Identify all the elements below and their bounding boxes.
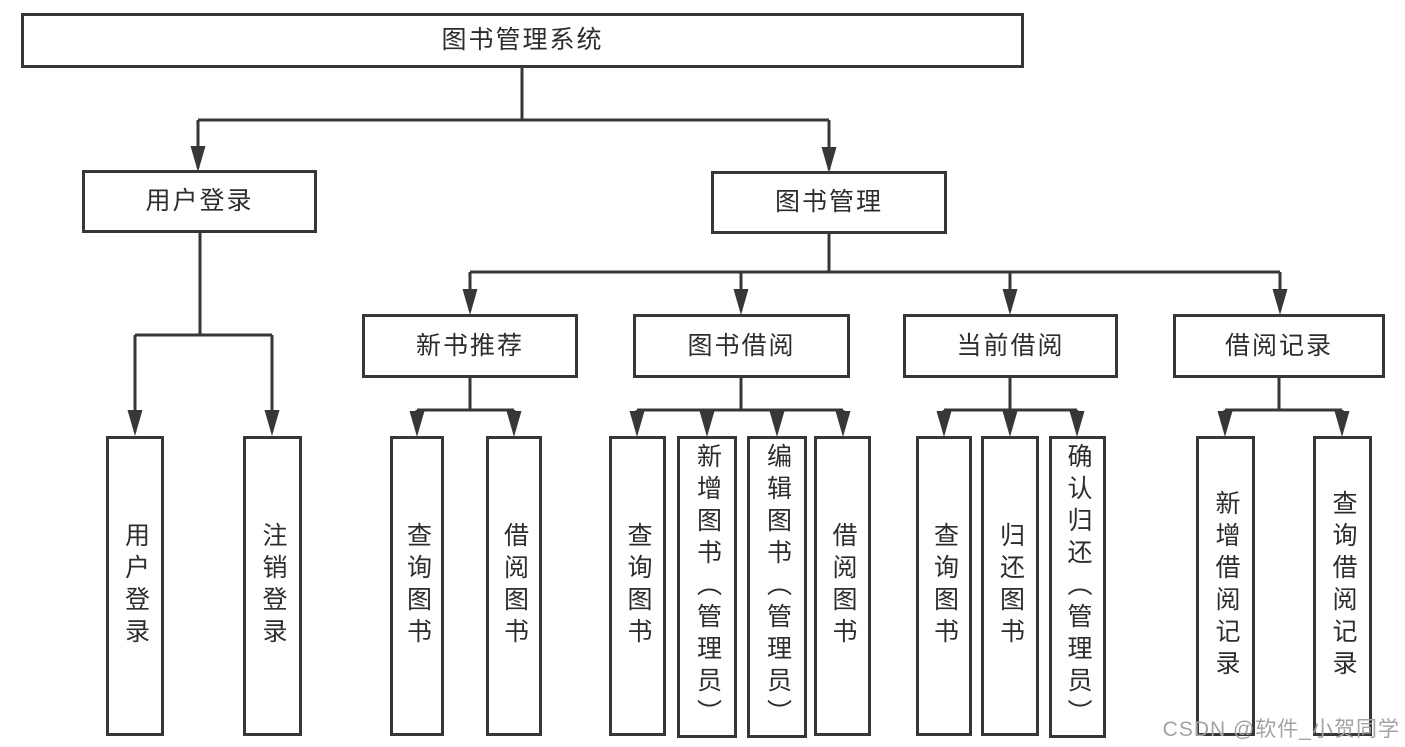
arrowhead: [733, 289, 749, 315]
node-root-label: 图书管理系统: [441, 26, 604, 54]
leaf-label: 注销登录: [259, 522, 287, 650]
leaf-label: 借阅图书: [500, 522, 529, 650]
leaf-label: 查询图书: [930, 522, 959, 650]
arrowhead: [190, 146, 206, 172]
leaf-label: 新增借阅记录: [1212, 490, 1240, 682]
leaf-query-books-current: 查询图书: [916, 436, 972, 736]
arrowhead: [1334, 411, 1350, 437]
leaf-user-login: 用户登录: [106, 436, 164, 736]
leaf-label: 编辑图书（管理员）: [763, 443, 792, 731]
node-book-management: 图书管理: [711, 171, 947, 234]
arrowhead: [264, 410, 280, 436]
leaf-label: 查询图书: [403, 522, 432, 650]
leaf-add-books-admin: 新增图书（管理员）: [677, 436, 737, 738]
arrowhead: [506, 411, 522, 437]
node-current-borrowing: 当前借阅: [903, 314, 1118, 378]
node-book-management-label: 图书管理: [774, 188, 883, 216]
arrowhead: [1069, 411, 1085, 437]
leaf-confirm-return-admin: 确认归还（管理员）: [1049, 436, 1106, 738]
leaf-edit-books-admin: 编辑图书（管理员）: [747, 436, 807, 738]
arrowhead: [1002, 289, 1018, 315]
arrowhead: [409, 411, 425, 437]
node-borrowing-records: 借阅记录: [1173, 314, 1385, 378]
leaf-query-books-borrowing: 查询图书: [609, 436, 666, 736]
leaf-logout: 注销登录: [243, 436, 302, 736]
leaf-query-borrow-record: 查询借阅记录: [1313, 436, 1372, 736]
leaf-label: 用户登录: [121, 522, 150, 650]
arrowhead: [1272, 289, 1288, 315]
arrowhead: [699, 411, 715, 437]
arrowhead: [936, 411, 952, 437]
leaf-label: 查询借阅记录: [1329, 490, 1357, 682]
leaf-add-borrow-record: 新增借阅记录: [1196, 436, 1255, 736]
leaf-label: 确认归还（管理员）: [1064, 443, 1092, 731]
arrowhead: [127, 410, 143, 436]
leaf-label: 新增图书（管理员）: [693, 443, 722, 731]
node-borrowing-records-label: 借阅记录: [1224, 331, 1333, 360]
leaf-borrow-books: 借阅图书: [814, 436, 871, 736]
leaf-label: 借阅图书: [829, 522, 857, 650]
node-root: 图书管理系统: [21, 13, 1024, 68]
arrowhead: [769, 411, 785, 437]
arrowhead: [1002, 411, 1018, 437]
arrowhead: [835, 411, 851, 437]
arrowhead: [1217, 411, 1233, 437]
node-book-borrowing-label: 图书借阅: [687, 331, 796, 360]
leaf-query-books-recommend: 查询图书: [390, 436, 444, 736]
arrowhead: [462, 289, 478, 315]
leaf-return-books: 归还图书: [981, 436, 1039, 736]
node-book-borrowing: 图书借阅: [633, 314, 850, 378]
arrowhead: [629, 411, 645, 437]
node-new-book-recommend-label: 新书推荐: [415, 331, 524, 360]
leaf-label: 归还图书: [996, 522, 1025, 650]
node-user-login: 用户登录: [82, 170, 317, 233]
leaf-borrow-books-recommend: 借阅图书: [486, 436, 542, 736]
node-user-login-label: 用户登录: [145, 187, 254, 215]
node-new-book-recommend: 新书推荐: [362, 314, 578, 378]
csdn-watermark: CSDN @软件_小贺同学: [1162, 718, 1400, 741]
node-current-borrowing-label: 当前借阅: [956, 331, 1065, 360]
arrowhead: [821, 147, 837, 173]
leaf-label: 查询图书: [624, 522, 652, 650]
